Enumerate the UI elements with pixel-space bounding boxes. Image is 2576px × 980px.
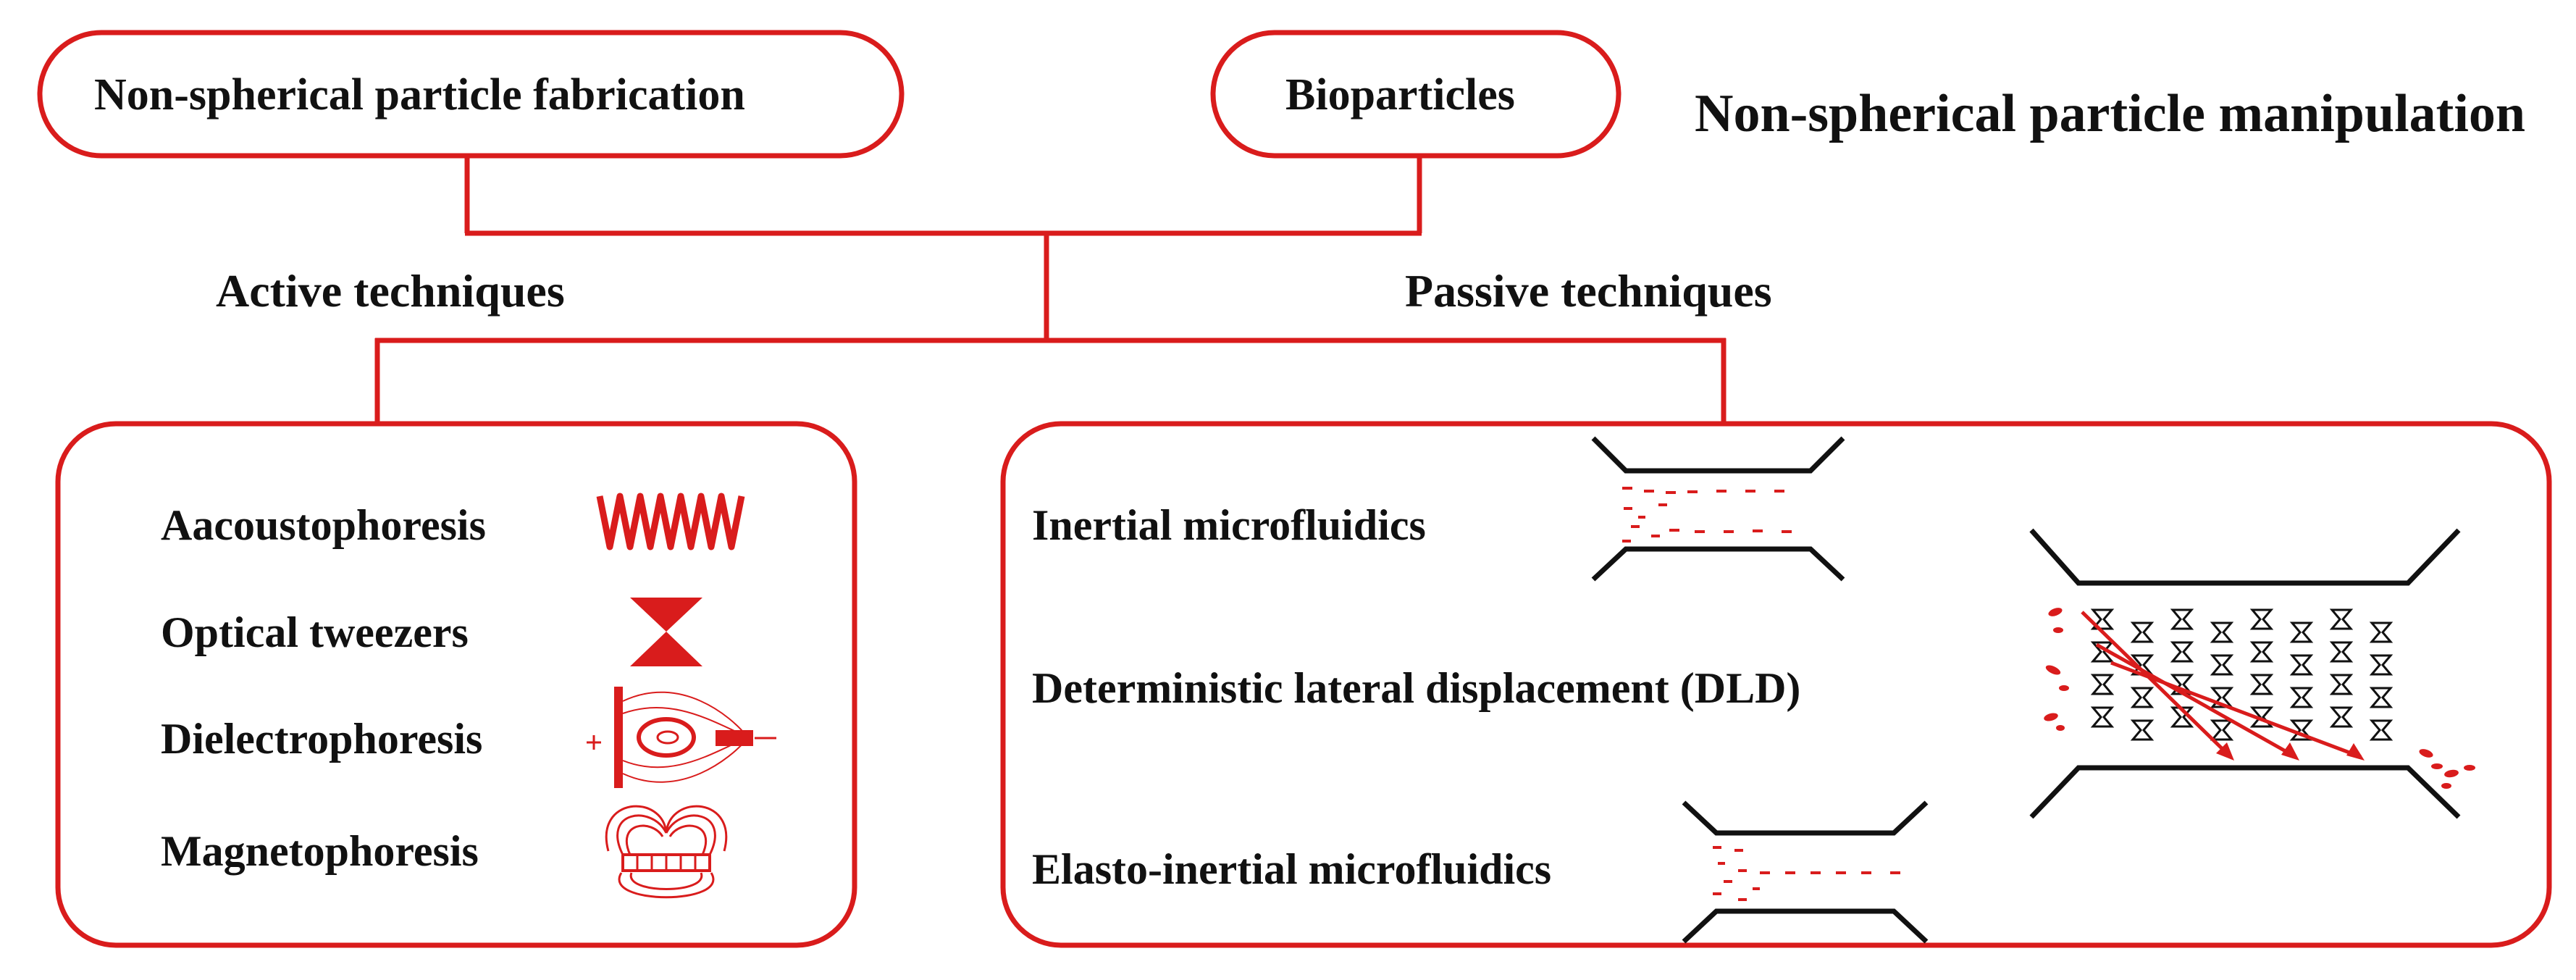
magnetophoresis-label: Magnetophoresis xyxy=(161,827,479,875)
dld-pillar xyxy=(2249,674,2274,695)
bioparticles-box xyxy=(1210,30,1621,159)
dld-pillar xyxy=(2369,719,2394,741)
diagram-title: Non-spherical particle manipulation xyxy=(1695,84,2526,143)
dld-pillar xyxy=(2210,654,2234,676)
dld-pillar xyxy=(2249,641,2274,663)
dld-pillar xyxy=(2130,621,2155,643)
passive-techniques-box xyxy=(1000,421,2552,948)
fabrication-box-label: Non-spherical particle fabrication xyxy=(94,70,745,120)
optical-tweezers-label: Optical tweezers xyxy=(161,608,469,656)
dld-pillar xyxy=(2090,608,2115,630)
dld-pillar xyxy=(2369,687,2394,708)
dld-pillar xyxy=(2090,706,2115,728)
dld-pillar xyxy=(2170,608,2194,630)
dld-pillar xyxy=(2289,687,2314,708)
dld-pillar xyxy=(2369,654,2394,676)
dld-pillar xyxy=(2130,719,2155,741)
dld-pillar xyxy=(2090,674,2115,695)
dld-pillar xyxy=(2170,706,2194,728)
dld-pillar xyxy=(2210,621,2234,643)
inertial-microfluidics-label: Inertial microfluidics xyxy=(1032,501,1426,549)
elasto-inertial-microfluidics-label: Elasto-inertial microfluidics xyxy=(1032,845,1552,893)
active-techniques-label: Active techniques xyxy=(216,265,565,317)
dld-pillar xyxy=(2329,674,2354,695)
fabrication-box xyxy=(37,30,905,159)
dld-pillar xyxy=(2289,621,2314,643)
dld-pillar xyxy=(2369,621,2394,643)
dielectrophoresis-label: Dielectrophoresis xyxy=(161,715,483,763)
dld-label: Deterministic lateral displacement (DLD) xyxy=(1032,664,1801,712)
dld-pillar xyxy=(2329,706,2354,728)
dld-pillar xyxy=(2170,641,2194,663)
bioparticles-box-label: Bioparticles xyxy=(1285,70,1515,120)
dld-pillar xyxy=(2329,608,2354,630)
active-techniques-box xyxy=(55,421,857,948)
dld-pillar xyxy=(2249,608,2274,630)
passive-techniques-label: Passive techniques xyxy=(1405,265,1772,317)
dld-pillar xyxy=(2329,641,2354,663)
dld-pillar xyxy=(2289,654,2314,676)
acoustophoresis-label: Aacoustophoresis xyxy=(161,501,486,549)
dld-pillar xyxy=(2130,687,2155,708)
